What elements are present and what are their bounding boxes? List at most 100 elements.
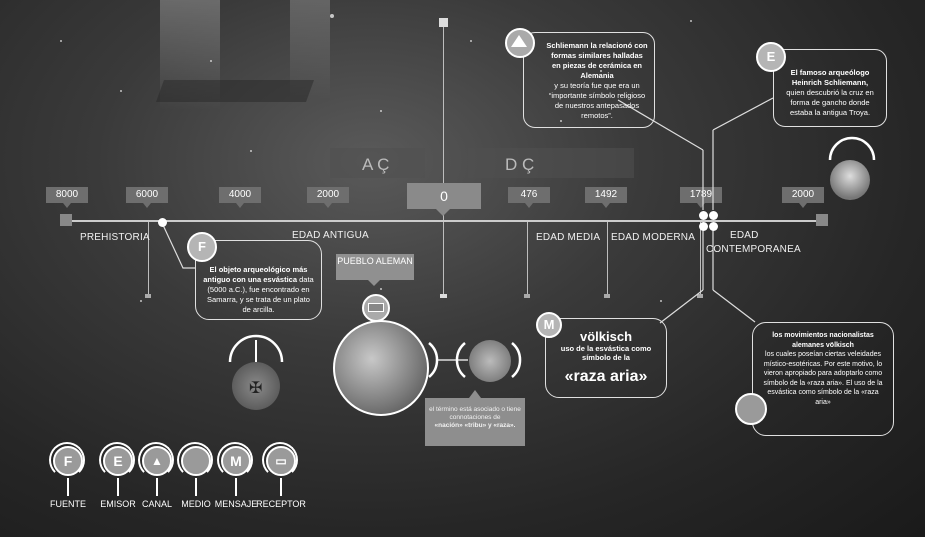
- legend-receptor: ▭ RECEPTOR: [256, 442, 306, 509]
- dc-panel: [468, 148, 634, 178]
- legend-ring: [138, 442, 174, 478]
- pueblo-caption-bold: «nación» «tribu» y «raza».: [434, 422, 516, 429]
- clay-plate-image: [232, 362, 280, 410]
- legend-label: MEDIO: [181, 499, 211, 509]
- era-antigua: EDAD ANTIGUA: [292, 230, 369, 241]
- timeline-end-cap: [816, 214, 828, 226]
- star: [470, 40, 472, 42]
- year-label: 2000: [782, 187, 824, 208]
- legend-stem: [195, 478, 197, 496]
- timeline-node: [699, 211, 708, 220]
- zero-axis-cap-bottom: [440, 294, 447, 298]
- volkisch-main: «raza aria»: [564, 368, 648, 385]
- zero-axis-cap-top: [439, 18, 448, 27]
- year-label: 6000: [126, 187, 168, 208]
- crowd-photo: [333, 320, 429, 416]
- legend-label: CANAL: [141, 499, 172, 509]
- emisor-box: El famoso arqueólogo Heinrich Schliemann…: [773, 49, 887, 127]
- swastika-plate-icon: ✠: [249, 380, 263, 397]
- pueblo-label: PUEBLO ALEMAN: [337, 256, 413, 266]
- medio-box: los movimientos nacionalistas alemanes v…: [752, 322, 894, 436]
- volkisch-subtitle: uso de la esvástica como símbolo de la: [560, 344, 652, 362]
- year-label: 1492: [585, 187, 627, 208]
- legend-stem: [117, 478, 119, 496]
- legend-stem: [280, 478, 282, 496]
- era-divider: [527, 222, 528, 296]
- zero-marker-pointer: [436, 209, 450, 216]
- year-label: 1789: [680, 187, 722, 208]
- era-moderna: EDAD MODERNA: [611, 232, 696, 243]
- fuente-box-bold: El objeto arqueológico más antiguo con u…: [203, 265, 308, 284]
- star: [330, 14, 334, 18]
- small-crowd-photo: [469, 340, 511, 382]
- legend-label: EMISOR: [100, 499, 136, 509]
- emisor-box-text: quien descubrió la cruz en forma de ganc…: [786, 88, 874, 117]
- emisor-box-bold: El famoso arqueólogo Heinrich Schliemann…: [790, 68, 870, 87]
- ac-label: A Ç: [362, 155, 390, 174]
- timeline-node: [699, 222, 708, 231]
- star: [560, 120, 562, 122]
- legend-emisor: E EMISOR: [98, 442, 138, 509]
- legend-label: MENSAJE: [214, 499, 258, 509]
- era-media: EDAD MEDIA: [536, 232, 601, 243]
- era-prehistoria: PREHISTORIA: [80, 232, 150, 243]
- timeline-node: [709, 222, 718, 231]
- timeline-node: [709, 211, 718, 220]
- receptor-icon: [368, 303, 384, 312]
- canal-box: Schliemann la relacionó con formas simil…: [523, 32, 655, 128]
- fuente-box-text: data (5000 a.C.), fue encontrado en Sama…: [207, 275, 314, 314]
- era-divider-cap: [145, 294, 151, 298]
- fuente-badge: F: [187, 232, 217, 262]
- timeline-node-fuente: [158, 218, 167, 227]
- triangle-icon: [511, 35, 527, 47]
- era-divider-cap: [604, 294, 610, 298]
- legend-stem: [156, 478, 158, 496]
- zero-axis-line: [443, 18, 444, 296]
- zero-label: 0: [440, 188, 448, 204]
- legend-ring: [177, 442, 213, 478]
- legend-ring: [217, 442, 253, 478]
- legend-ring: [99, 442, 135, 478]
- canal-box-text: y su teoría fue que era un “importante s…: [548, 81, 646, 120]
- star: [140, 300, 142, 302]
- dc-label: D Ç: [505, 155, 535, 174]
- zero-marker: 0: [407, 183, 481, 209]
- star: [380, 110, 382, 112]
- year-label: 4000: [219, 187, 261, 208]
- star: [660, 300, 662, 302]
- legend-ring: [262, 442, 298, 478]
- era-divider-cap: [697, 294, 703, 298]
- star: [210, 60, 212, 62]
- legend-stem: [67, 478, 69, 496]
- legend-mensaje: M MENSAJE: [214, 442, 258, 509]
- medio-badge: [735, 393, 767, 425]
- star: [60, 40, 62, 42]
- timeline-start-cap: [60, 214, 72, 226]
- schliemann-portrait: [830, 160, 870, 200]
- era-contemporanea-line1: EDAD: [730, 230, 759, 241]
- pueblo-caption-box: el término está asociado o tiene connota…: [425, 398, 525, 446]
- legend-stem: [235, 478, 237, 496]
- legend-fuente: F FUENTE: [48, 442, 88, 509]
- star: [120, 90, 122, 92]
- pueblo-caption-text: el término está asociado o tiene connota…: [429, 406, 521, 421]
- era-divider-cap: [524, 294, 530, 298]
- era-divider: [148, 222, 149, 296]
- volkisch-title: völkisch: [579, 329, 633, 344]
- emisor-badge: E: [756, 42, 786, 72]
- star: [250, 150, 252, 152]
- pueblo-label-pointer: [368, 280, 380, 286]
- year-label: 476: [508, 187, 550, 208]
- era-divider: [607, 222, 608, 296]
- volkisch-box: völkisch uso de la esvástica como símbol…: [545, 318, 667, 398]
- canal-box-bold: Schliemann la relacionó con formas simil…: [546, 41, 648, 80]
- legend-label: FUENTE: [50, 499, 86, 509]
- era-divider: [700, 222, 701, 296]
- legend-medio: MEDIO: [176, 442, 216, 509]
- legend-canal: ▲ CANAL: [137, 442, 177, 509]
- medio-box-text: los cuales poseían ciertas veleidades mí…: [763, 351, 883, 406]
- legend-label: RECEPTOR: [256, 499, 306, 509]
- legend-ring: [49, 442, 85, 478]
